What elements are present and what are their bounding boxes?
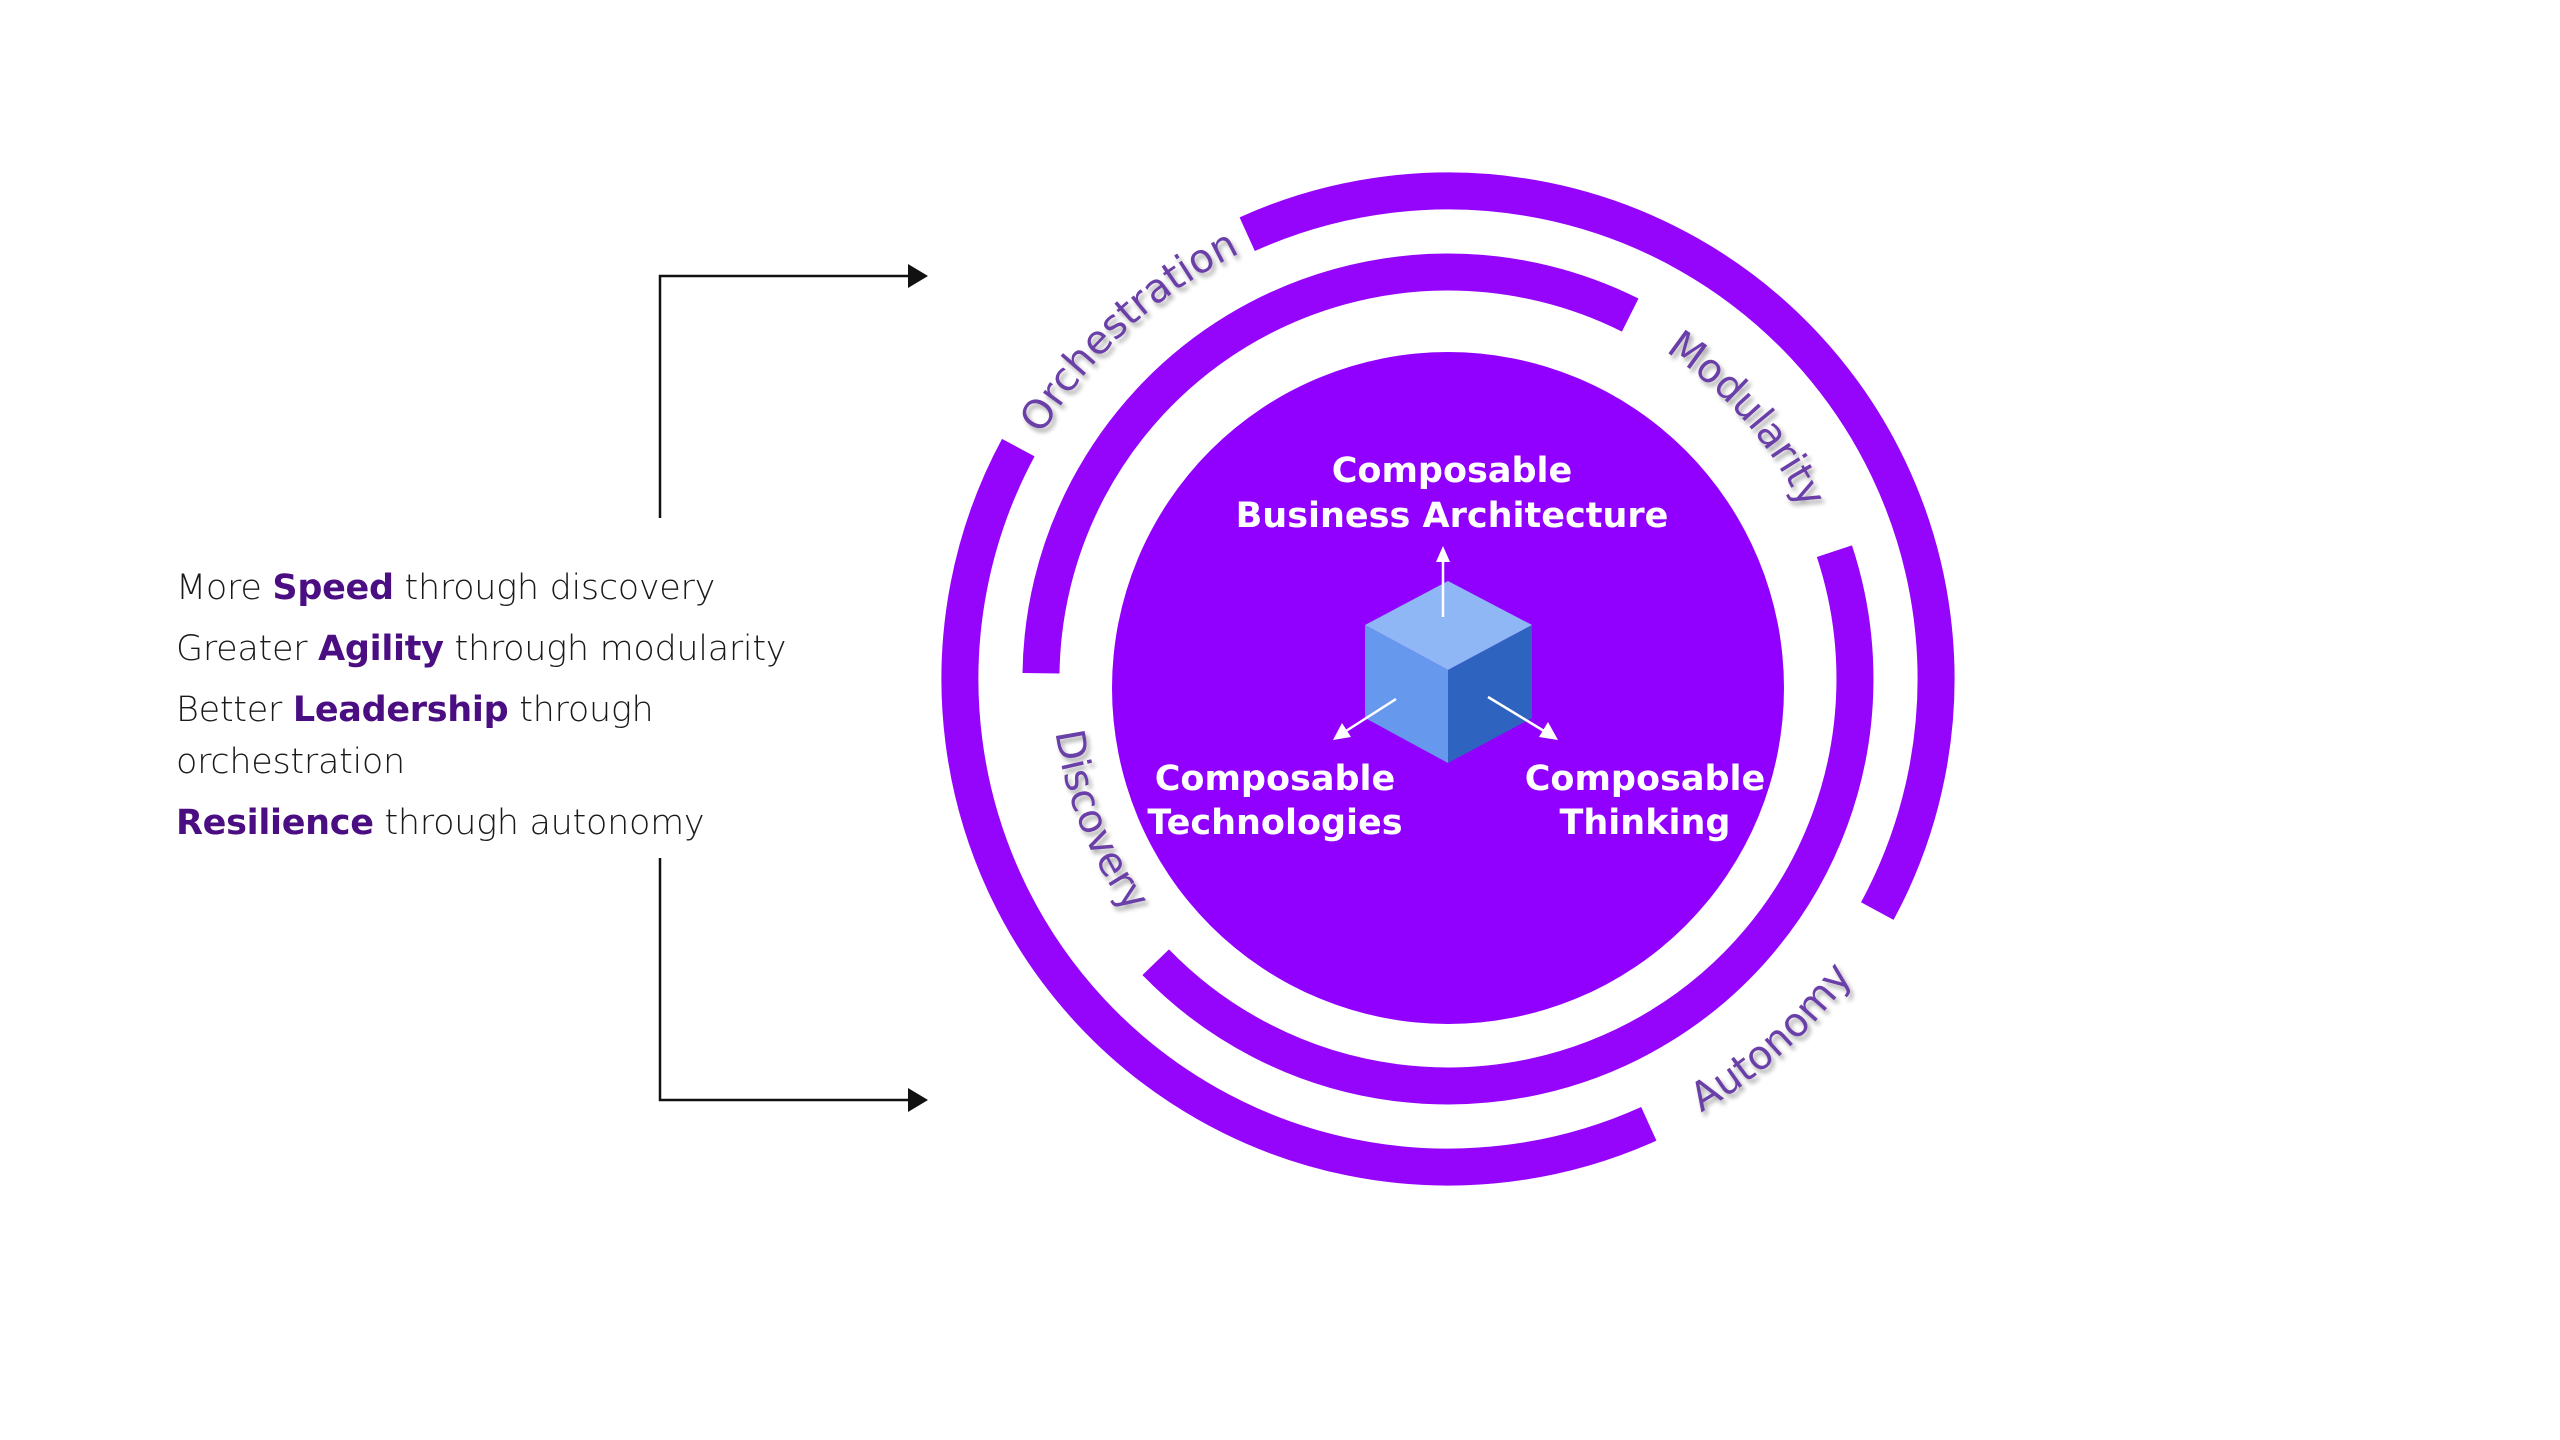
core-label-top-2: Business Architecture: [1236, 496, 1669, 536]
cube-icon: [1365, 581, 1532, 763]
core-label-right-1: Composable: [1525, 759, 1766, 799]
benefit-item-resilience: Resilience through autonomy: [176, 797, 786, 849]
benefit-highlight: Speed: [272, 568, 394, 608]
arrow-right-icon: [908, 264, 928, 288]
benefit-suffix: through discovery: [393, 568, 716, 608]
benefit-item-leadership: Better Leadership through orchestration: [176, 684, 696, 788]
benefit-list: More Speed through discovery Greater Agi…: [176, 562, 787, 858]
cube-top-face: [1365, 581, 1532, 670]
outer-ring-left: [941, 438, 1657, 1186]
arrow-right-line: [1487, 695, 1545, 733]
bracket-line: [658, 858, 910, 1102]
benefit-highlight: Agility: [318, 629, 444, 669]
bracket-bottom: [658, 858, 928, 1112]
benefit-prefix: More: [176, 568, 273, 608]
benefit-prefix: Greater: [176, 629, 319, 669]
benefit-item-speed: More Speed through discovery: [176, 562, 786, 614]
core-label-left-2: Technologies: [1147, 803, 1402, 843]
core-label-left-1: Composable: [1155, 759, 1396, 799]
core-label-top-1: Composable: [1332, 451, 1573, 491]
arrow-right-icon: [908, 1088, 928, 1112]
bracket-line: [658, 274, 910, 518]
benefit-prefix: Better: [176, 690, 293, 730]
rings: [941, 172, 1955, 1186]
outer-ring-right: [1239, 172, 1955, 920]
benefit-suffix: through orchestration: [176, 690, 654, 782]
middle-ring-bottom: [1142, 545, 1874, 1105]
benefit-highlight: Leadership: [292, 690, 509, 730]
middle-ring-top: [1022, 253, 1639, 674]
bracket-top: [658, 264, 928, 518]
benefit-highlight: Resilience: [176, 803, 374, 843]
arrow-left-line: [1345, 697, 1397, 733]
benefit-suffix: through autonomy: [373, 803, 705, 843]
axis-arrows: [1333, 546, 1558, 740]
benefit-suffix: through modularity: [443, 629, 787, 669]
arrow-up-icon: [1436, 546, 1450, 562]
core-label-right-2: Thinking: [1560, 803, 1731, 843]
arrow-down-left-icon: [1333, 723, 1351, 740]
arrow-down-right-icon: [1539, 722, 1558, 740]
cube-right-face: [1448, 625, 1532, 763]
cube-left-face: [1365, 625, 1448, 763]
benefit-item-agility: Greater Agility through modularity: [176, 623, 787, 675]
